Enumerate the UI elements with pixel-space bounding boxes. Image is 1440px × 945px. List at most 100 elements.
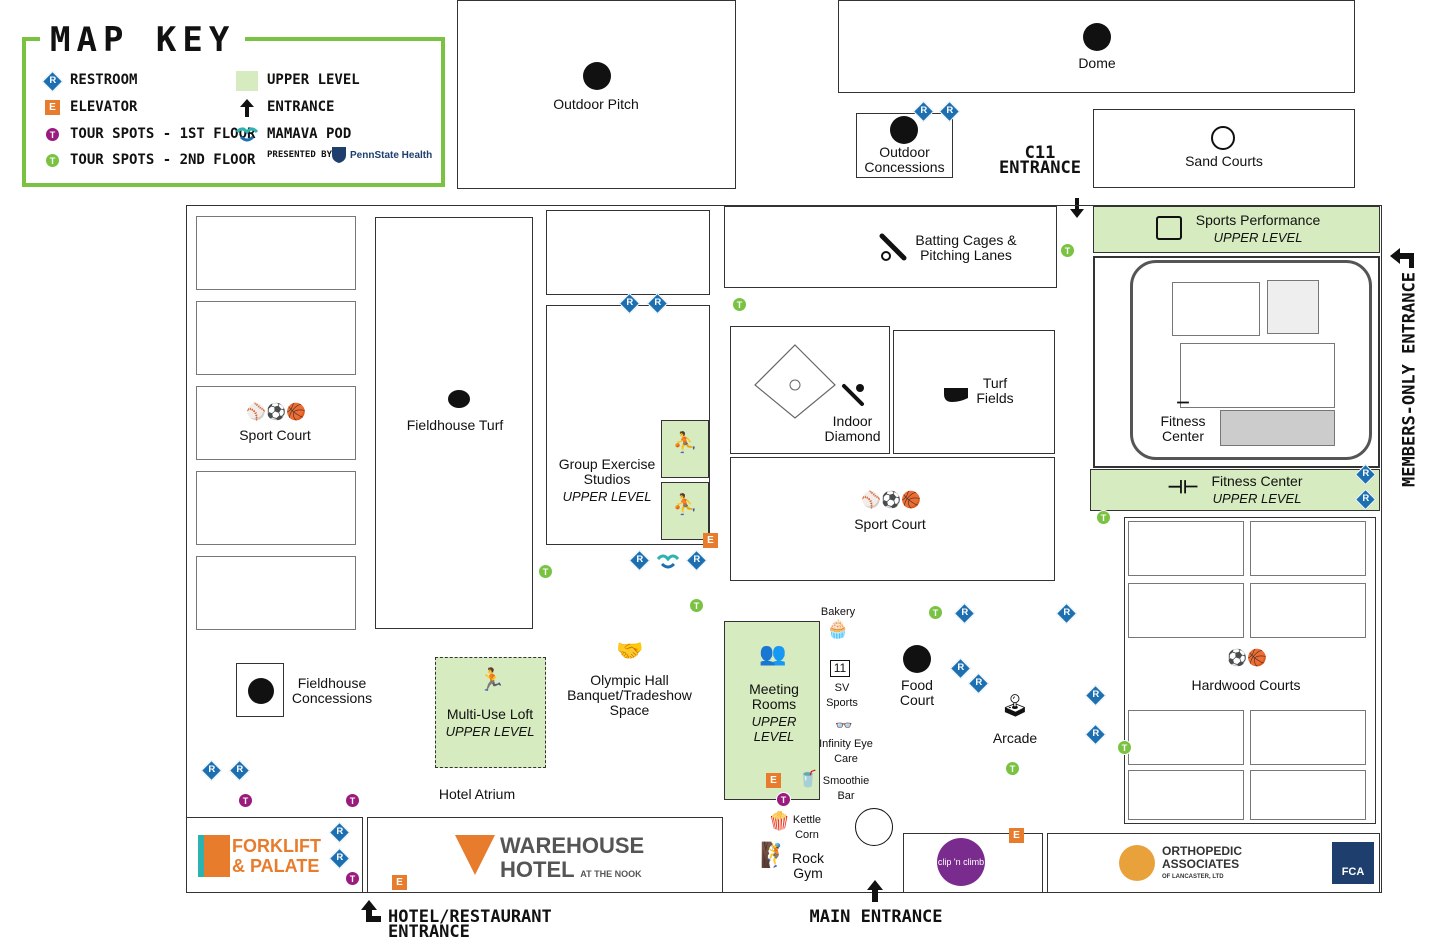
elevator-marker: E: [766, 773, 781, 788]
exercise-icon: ⛹: [672, 432, 698, 454]
warehouse-logo-icon: [455, 835, 495, 875]
person-icon: 🏃: [478, 667, 506, 692]
key-upper-swatch: [236, 71, 258, 91]
court: [1250, 710, 1366, 765]
key-elevator-label: ELEVATOR: [70, 99, 138, 115]
court: [196, 471, 356, 545]
key-mamava-label: MAMAVA POD: [267, 126, 352, 142]
court: [1128, 521, 1244, 576]
sport-court-center-label: Sport Court: [840, 517, 940, 532]
tour-2nd-marker: T: [732, 297, 747, 312]
elevator-marker: E: [1009, 828, 1024, 843]
turf-area: [1267, 280, 1319, 334]
sport-balls-icon: ⚾⚽🏀: [246, 404, 306, 421]
dome-soccer-icon: [1083, 23, 1111, 51]
handshake-icon: 🤝: [616, 638, 644, 663]
elevator-marker: E: [392, 875, 407, 890]
key-presented-label: PRESENTED BY: [267, 150, 333, 160]
pennstate-shield-icon: [332, 147, 346, 163]
sv-sports-label: SV Sports: [826, 682, 858, 709]
sport-court-left-label: Sport Court: [215, 428, 335, 443]
volleyball-icon: [1211, 126, 1235, 150]
tour-2nd-marker: T: [1060, 243, 1075, 258]
tour-2nd-marker: T: [928, 605, 943, 620]
key-upper-label: UPPER LEVEL: [267, 72, 360, 88]
cupcake-icon: 🧁: [826, 619, 850, 639]
key-entrance-label: ENTRANCE: [267, 99, 335, 115]
key-restroom-label: RESTROOM: [70, 72, 138, 88]
fca-logo: FCA: [1332, 842, 1374, 884]
popcorn-icon: 🍿: [768, 811, 791, 831]
upper-room-area: [546, 210, 710, 295]
smoothie-icon: 🥤: [798, 771, 818, 788]
infinity-eye-label: Infinity Eye Care: [819, 738, 873, 765]
equipment-area: [1180, 343, 1335, 408]
baseball-bat-icon: [879, 233, 907, 261]
scale-icon: [1156, 216, 1182, 240]
tour-2nd-marker: T: [538, 564, 553, 579]
food-court-label: Food Court: [899, 677, 935, 708]
tour-2nd-marker: T: [1117, 740, 1132, 755]
ortho-logo-icon: [1119, 845, 1155, 881]
orthopedic-associates-area: [1047, 833, 1380, 893]
forklift-logo-text: FORKLIFT& PALATE: [232, 836, 321, 876]
c11-entrance-arrow-icon: [1070, 198, 1084, 218]
hotel-entrance-arrow-icon: [361, 900, 381, 922]
outdoor-concessions-label: Outdoor Concessions: [864, 144, 945, 175]
basketball-court: [1172, 282, 1260, 336]
key-mamava-icon: [235, 127, 259, 142]
key-tour1-marker: T: [45, 127, 60, 142]
dome-label: Dome: [1078, 55, 1116, 71]
multi-use-loft-area: [435, 657, 546, 768]
rock-gym-label: Rock Gym: [792, 850, 824, 881]
soccer-icon: [583, 62, 611, 90]
sports-performance-area: [1093, 206, 1380, 253]
members-entrance-arrow-icon: [1390, 248, 1414, 268]
baseball-icon: [842, 384, 864, 406]
court: [196, 556, 356, 630]
members-entrance-label: MEMBERS-ONLY ENTRANCE: [1399, 272, 1420, 487]
court: [196, 216, 356, 290]
court: [1128, 710, 1244, 765]
climber-icon: 🧗: [760, 842, 790, 869]
sand-courts-label: Sand Courts: [1185, 153, 1263, 169]
key-tour2-label: TOUR SPOTS - 2ND FLOOR: [70, 152, 256, 168]
fitness-center-upper-area: [1090, 469, 1380, 511]
tour-2nd-marker: T: [1096, 510, 1111, 525]
forklift-logo-icon: [198, 835, 230, 877]
tour-1st-marker: T: [345, 871, 360, 886]
tour-1st-marker: T: [776, 792, 791, 807]
tour-1st-marker: T: [238, 793, 253, 808]
main-entrance-label: MAIN ENTRANCE: [809, 907, 943, 927]
court: [1250, 521, 1366, 576]
hotel-atrium-label: Hotel Atrium: [438, 786, 516, 802]
meeting-rooms-area: [724, 621, 820, 800]
court: [196, 386, 356, 460]
dumbbell-icon: ⊣⊢: [1167, 477, 1199, 497]
bakery-label: Bakery: [820, 606, 856, 618]
smoothie-bar-label: Smoothie Bar: [822, 775, 870, 802]
jersey-icon: 11: [830, 660, 850, 677]
indoor-diamond-label: Indoor Diamond: [824, 413, 881, 444]
court-balls-icon: ⚽🏀: [1227, 650, 1267, 667]
court: [196, 301, 356, 375]
hotel-entrance-label: HOTEL/RESTAURANT ENTRANCE: [388, 907, 552, 942]
map-key-title: MAP KEY: [40, 20, 246, 60]
tour-1st-marker: T: [345, 793, 360, 808]
diamond-field-icon: [754, 344, 836, 419]
exercise-icon: ⛹: [672, 494, 698, 516]
elevator-marker: E: [703, 533, 718, 548]
outdoor-pitch-label: Outdoor Pitch: [553, 96, 639, 112]
studio-upper-2: [661, 482, 709, 540]
equipment-floor: [1220, 410, 1335, 446]
outdoor-pitch-area: [457, 0, 736, 189]
meeting-icon: 👥: [759, 641, 787, 666]
turf-fields-label: Turf Fields: [976, 375, 1014, 406]
dumbbell-icon: ⎯: [1177, 388, 1189, 413]
food-icon: [248, 678, 274, 704]
